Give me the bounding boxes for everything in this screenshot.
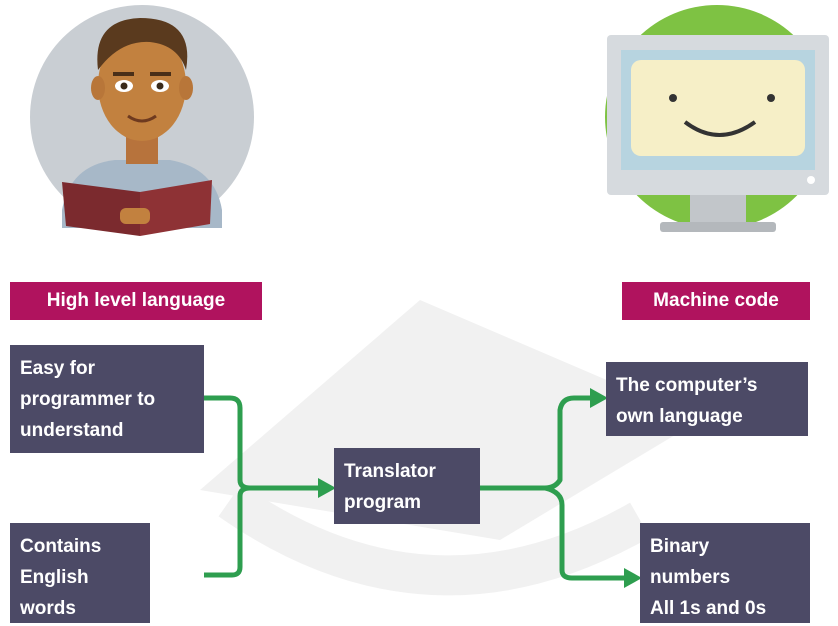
easy-for-programmer-box: Easy for programmer to understand xyxy=(10,345,204,453)
arrow-to-translator xyxy=(318,478,336,498)
computer-own-language-box: The computer’s own language xyxy=(606,362,808,436)
machine-code-label: Machine code xyxy=(622,282,810,320)
contains-english-words-box: Contains English words xyxy=(10,523,150,623)
arrow-to-computer-language xyxy=(590,388,608,408)
high-level-language-label: High level language xyxy=(10,282,262,320)
translator-program-box: Translator program xyxy=(334,448,480,524)
binary-numbers-box: Binary numbers All 1s and 0s xyxy=(640,523,810,623)
arrow-to-binary xyxy=(624,568,642,588)
